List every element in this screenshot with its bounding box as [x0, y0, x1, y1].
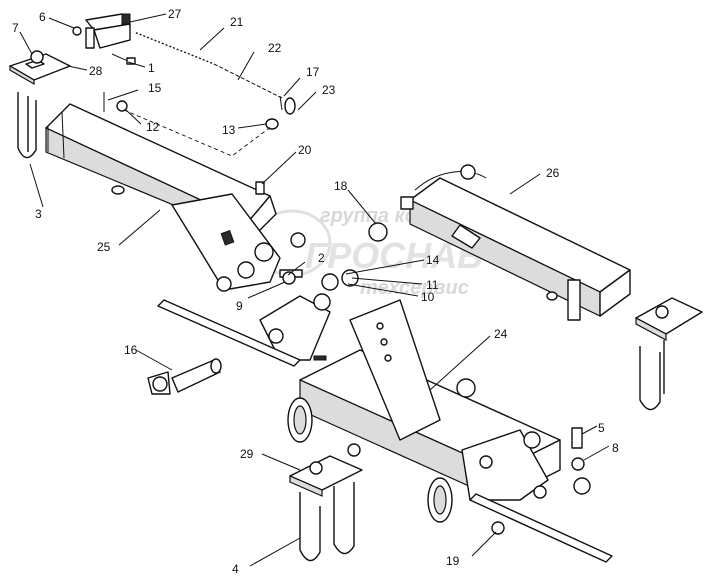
callout-27: 27 [168, 7, 182, 21]
callout-18: 18 [334, 179, 348, 193]
callout-10: 10 [421, 290, 435, 304]
callout-16: 16 [124, 343, 138, 357]
pin-16 [147, 358, 222, 395]
bracket-27 [72, 13, 131, 49]
callout-13: 13 [222, 123, 236, 137]
leader-lines [19, 13, 610, 567]
callout-4: 4 [232, 562, 239, 576]
callout-29: 29 [240, 447, 254, 461]
callout-labels: 1 2 3 4 5 6 7 8 9 10 11 12 13 14 15 16 1… [12, 7, 619, 576]
callout-15: 15 [148, 81, 162, 95]
beam-26 [400, 164, 631, 321]
small-hardware [103, 92, 591, 535]
callout-8: 8 [612, 441, 619, 455]
beam-25 [45, 103, 306, 292]
callout-24: 24 [494, 327, 508, 341]
spring-21 [132, 29, 216, 67]
plate-28 [9, 50, 71, 86]
chain-22 [213, 63, 296, 115]
callout-20: 20 [298, 143, 312, 157]
callout-21: 21 [230, 15, 244, 29]
routing-dashed-line [123, 109, 273, 157]
callout-3: 3 [35, 207, 42, 221]
callout-17: 17 [306, 65, 320, 79]
callout-5: 5 [598, 421, 605, 435]
u-bolt-3 [17, 92, 37, 159]
callout-2: 2 [318, 251, 325, 265]
plate-right [635, 297, 703, 341]
callout-12: 12 [146, 120, 160, 134]
u-bolt-right [639, 340, 665, 411]
watermark-line-3: техсервис [360, 277, 469, 299]
callout-26: 26 [546, 166, 560, 180]
u-bolt-4 [299, 482, 355, 562]
callout-6: 6 [39, 10, 46, 24]
plate-29 [289, 443, 363, 497]
callout-11: 11 [426, 278, 439, 292]
callout-22: 22 [268, 41, 282, 55]
flat-bar [157, 299, 613, 563]
callout-23: 23 [322, 83, 336, 97]
callout-1: 1 [148, 61, 155, 75]
bolt-1 [111, 53, 136, 65]
callout-14: 14 [426, 253, 440, 267]
callout-25: 25 [97, 240, 111, 254]
callout-9: 9 [236, 299, 243, 313]
callout-19: 19 [446, 554, 460, 568]
frame-24 [259, 293, 561, 523]
callout-7: 7 [12, 21, 19, 35]
callout-28: 28 [89, 64, 103, 78]
